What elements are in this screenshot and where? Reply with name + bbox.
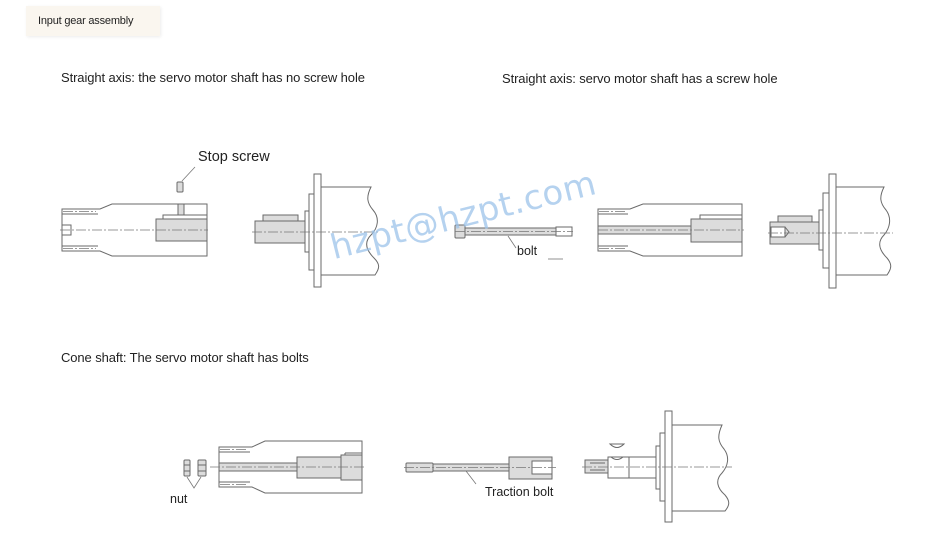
heading-cone-shaft: Cone shaft: The servo motor shaft has bo…: [61, 350, 309, 365]
stop-screw-part: [176, 166, 196, 193]
heading-straight-no-hole: Straight axis: the servo motor shaft has…: [61, 70, 365, 85]
section-tag: Input gear assembly: [26, 6, 160, 36]
gear-housing-1: [60, 203, 208, 257]
servo-motor-2: [768, 173, 893, 289]
label-bolt: bolt: [517, 244, 538, 258]
traction-bolt-part: [404, 456, 556, 485]
servo-motor-1: [252, 173, 380, 288]
heading-straight-hole: Straight axis: servo motor shaft has a s…: [502, 71, 778, 86]
bolt-part: [454, 224, 573, 260]
gear-housing-3: [210, 440, 364, 494]
nut-parts: [183, 459, 207, 489]
gear-housing-2: [597, 203, 744, 257]
label-traction-bolt: Traction bolt: [485, 485, 554, 499]
servo-motor-3: [582, 410, 732, 523]
label-nut: nut: [170, 492, 188, 506]
label-stop-screw: Stop screw: [198, 149, 270, 165]
